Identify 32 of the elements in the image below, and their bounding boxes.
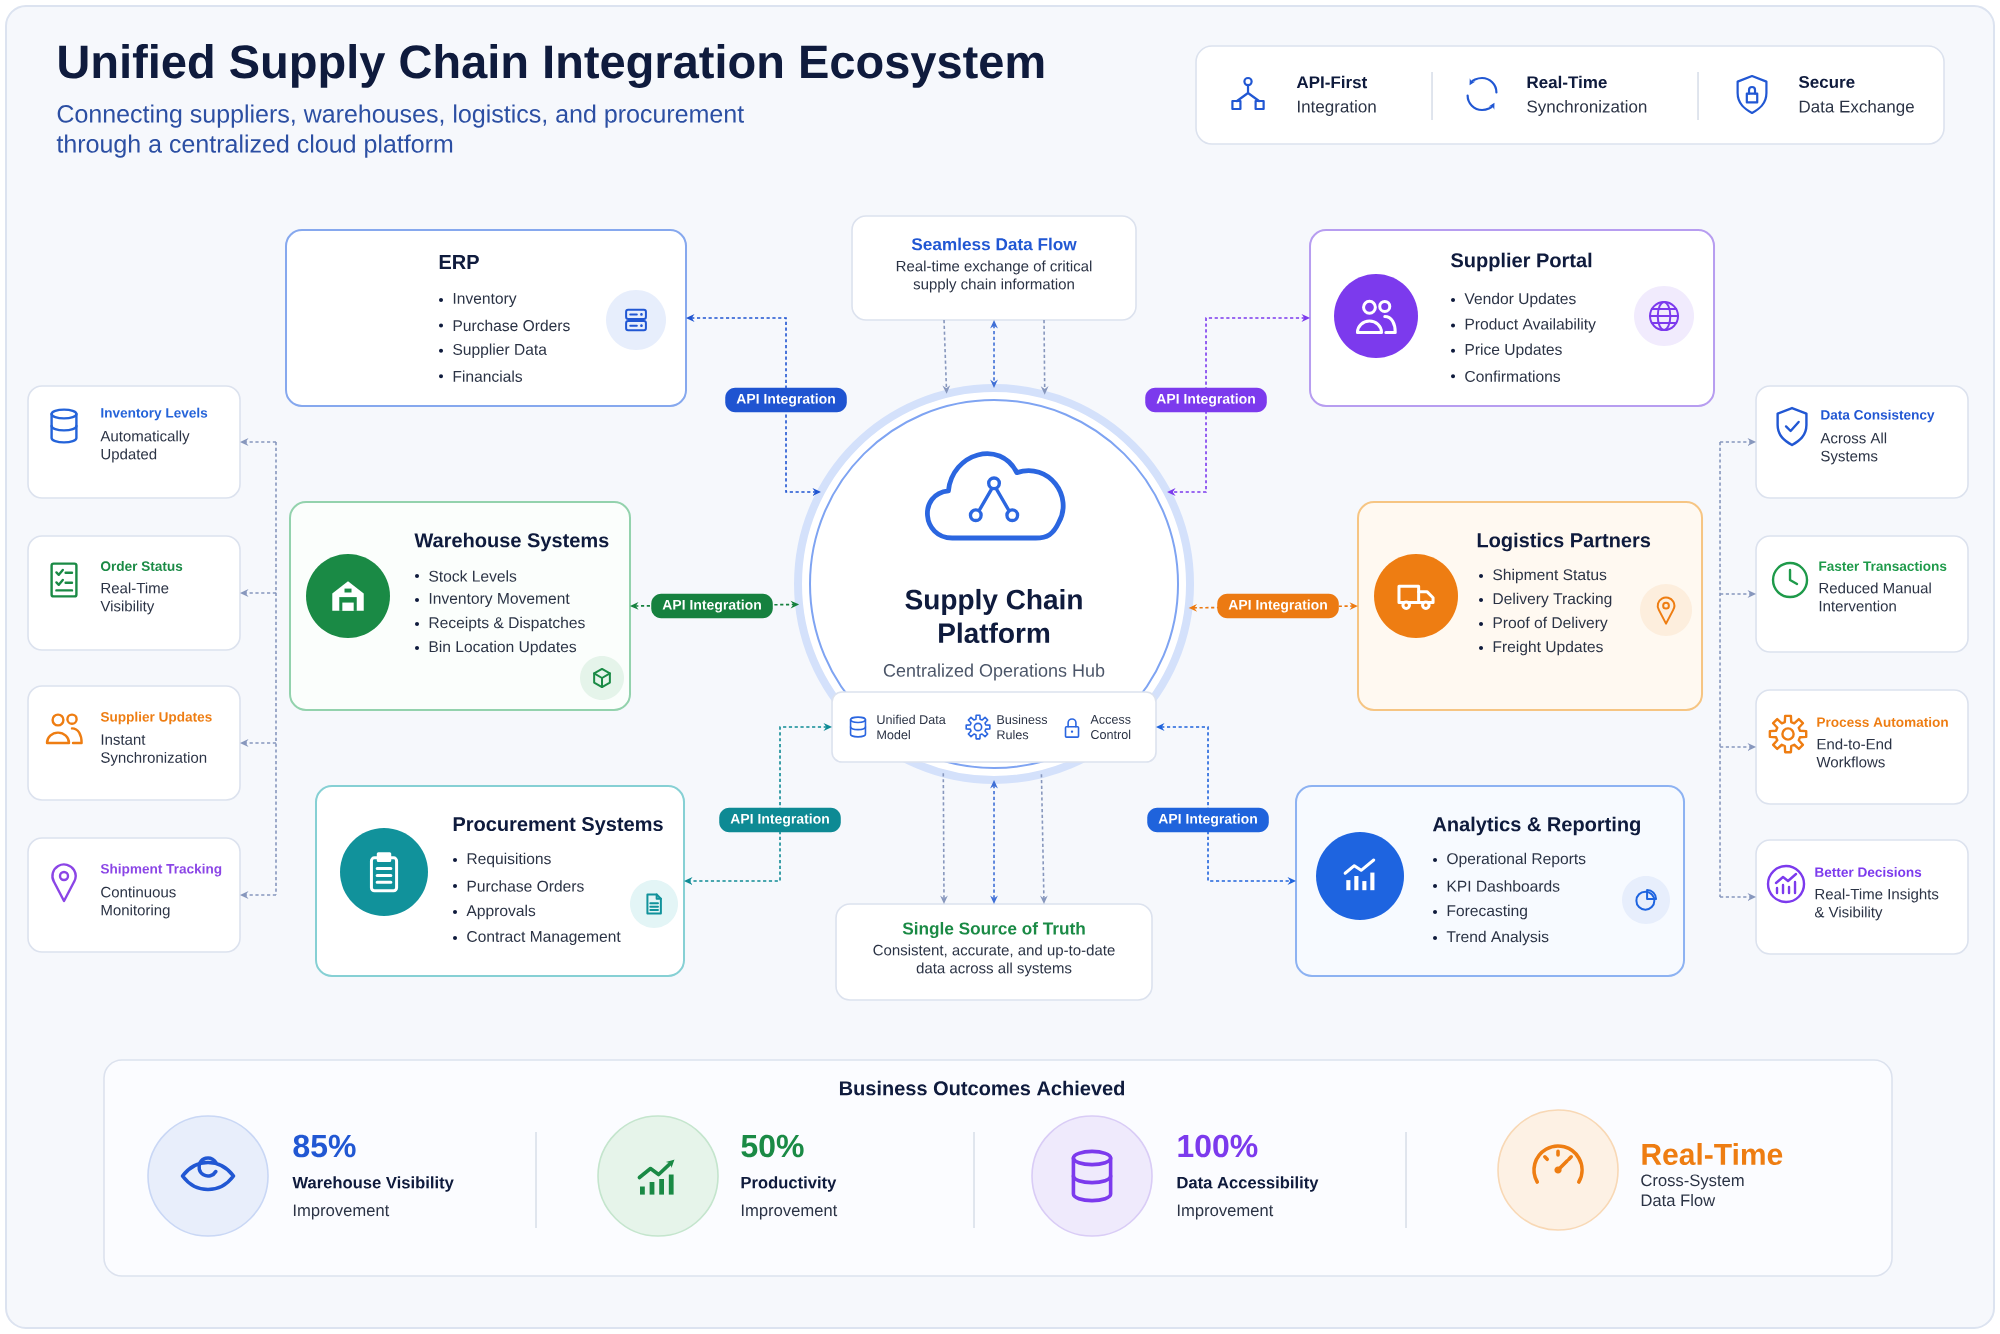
page-title: Unified Supply Chain Integration Ecosystem [59, 44, 1044, 88]
card-heading: Supplier Portal [1451, 252, 1592, 272]
metric-text: Cross-System Data Flow [1641, 1174, 1744, 1207]
feature-title: API-First [1296, 75, 1368, 89]
metric-label: Productivity [741, 1176, 837, 1192]
hub-subtitle: Centralized Operations Hub [883, 663, 1105, 681]
metric-value: 85% [293, 1134, 356, 1158]
feature-title: Secure [1798, 76, 1855, 88]
metric-value: Real-Time [1642, 1143, 1783, 1165]
metric-text: Improvement [1177, 1204, 1274, 1220]
card-heading: Logistics Partners [1477, 532, 1651, 552]
feature-text: Synchronization [1527, 100, 1647, 116]
card-heading: Warehouse Systems [414, 532, 609, 552]
connector-line [275, 441, 277, 896]
feature-title: Real-Time [1527, 75, 1607, 89]
subtitle: Connecting suppliers, warehouses, logistics, and procurement through a centralized cloud platform [56, 104, 744, 158]
connector-line [1719, 441, 1721, 898]
metric-label: Data Accessibility [1177, 1176, 1319, 1192]
box-heading: Seamless Data Flow [911, 237, 1077, 251]
metric-value: 100% [1178, 1134, 1258, 1158]
metric-text: Improvement [741, 1204, 838, 1220]
card-heading: Procurement Systems [453, 816, 663, 836]
feature-text: Data Exchange [1799, 100, 1914, 116]
panel-heading: Business Outcomes Achieved [840, 1080, 1125, 1096]
metric-text: Improvement [293, 1204, 390, 1220]
card-heading: ERP [439, 255, 479, 269]
feature-text: Integration [1298, 100, 1376, 116]
metric-label: Warehouse Visibility [292, 1176, 454, 1192]
hub-title: Supply Chain Platform [905, 588, 1082, 644]
card-heading: Analytics & Reporting [1432, 816, 1640, 836]
metric-value: 50% [741, 1134, 804, 1158]
box-heading: Single Source of Truth [902, 921, 1085, 939]
